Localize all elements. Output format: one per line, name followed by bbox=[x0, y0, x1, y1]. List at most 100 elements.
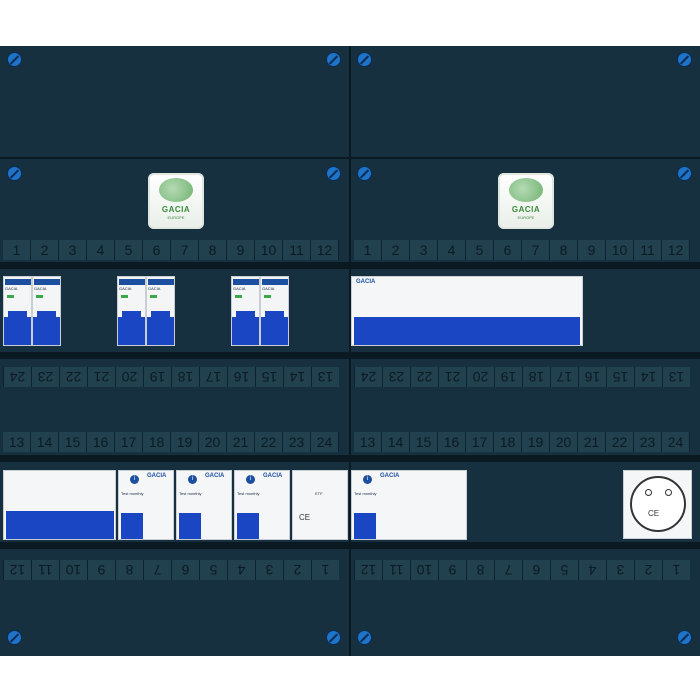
rcd-toggle[interactable] bbox=[179, 513, 201, 539]
rcd-brand: GACIA bbox=[380, 473, 400, 479]
module-number: 17 bbox=[550, 367, 578, 387]
module-number: 20 bbox=[115, 367, 143, 387]
circuit-breaker[interactable]: GACIA bbox=[3, 276, 32, 346]
module-number: 2 bbox=[382, 240, 410, 260]
circuit-breaker[interactable]: GACIA bbox=[32, 276, 61, 346]
screw-icon bbox=[326, 52, 341, 67]
module-number: 6 bbox=[143, 240, 171, 260]
rcd-brand: GACIA bbox=[205, 473, 225, 479]
module-number: 4 bbox=[438, 240, 466, 260]
screw-icon bbox=[677, 630, 692, 645]
module-number: 11 bbox=[283, 240, 311, 260]
module-number: 5 bbox=[466, 240, 494, 260]
breaker-toggle[interactable] bbox=[33, 311, 60, 345]
module-number: 4 bbox=[87, 240, 115, 260]
breaker-toggle[interactable] bbox=[232, 311, 259, 345]
module-number: 6 bbox=[522, 560, 550, 580]
breaker-toggle[interactable] bbox=[118, 311, 145, 345]
breaker-toggle[interactable] bbox=[147, 311, 174, 345]
rcd-test-label: Test monthly bbox=[354, 491, 377, 496]
screw-icon bbox=[326, 630, 341, 645]
rcd-device: i GACIA Test monthly bbox=[118, 470, 174, 540]
module-number: 24 bbox=[311, 432, 339, 452]
breaker-toggle[interactable] bbox=[4, 311, 31, 345]
rcd-toggle[interactable] bbox=[237, 513, 259, 539]
cover-divider-top bbox=[0, 157, 700, 159]
breaker-toggles[interactable] bbox=[354, 317, 580, 345]
module-number: 2 bbox=[283, 560, 311, 580]
module-number: 12 bbox=[354, 560, 382, 580]
board-left-half bbox=[0, 46, 349, 656]
module-number: 3 bbox=[410, 240, 438, 260]
module-number: 17 bbox=[115, 432, 143, 452]
rcd-toggle[interactable] bbox=[354, 513, 376, 539]
circuit-breaker[interactable]: GACIA bbox=[260, 276, 289, 346]
module-number: 7 bbox=[171, 240, 199, 260]
module-number: 10 bbox=[59, 560, 87, 580]
rcd-toggle[interactable] bbox=[121, 513, 143, 539]
busbar bbox=[0, 455, 700, 462]
screw-icon bbox=[677, 52, 692, 67]
module-number: 5 bbox=[115, 240, 143, 260]
module-number: 24 bbox=[662, 432, 690, 452]
module-number: 18 bbox=[494, 432, 522, 452]
module-number: 22 bbox=[59, 367, 87, 387]
switch-toggles[interactable] bbox=[6, 511, 114, 539]
board-right-half bbox=[351, 46, 700, 656]
module-number: 16 bbox=[87, 432, 115, 452]
module-number: 21 bbox=[578, 432, 606, 452]
module-number: 15 bbox=[410, 432, 438, 452]
module-number: 6 bbox=[494, 240, 522, 260]
screw-icon bbox=[357, 630, 372, 645]
circuit-breaker[interactable]: GACIA bbox=[231, 276, 260, 346]
module-number: 20 bbox=[199, 432, 227, 452]
module-number: 20 bbox=[550, 432, 578, 452]
logo-brand: GACIA bbox=[511, 205, 541, 214]
module-number: 8 bbox=[550, 240, 578, 260]
module-number: 13 bbox=[3, 432, 31, 452]
module-number: 9 bbox=[227, 240, 255, 260]
busbar bbox=[0, 352, 700, 359]
module-number: 9 bbox=[87, 560, 115, 580]
module-number: 23 bbox=[31, 367, 59, 387]
energy-meter: ETF CE bbox=[292, 470, 348, 540]
circuit-breaker[interactable]: GACIA bbox=[117, 276, 146, 346]
module-number: 2 bbox=[31, 240, 59, 260]
module-number: 10 bbox=[410, 560, 438, 580]
module-number: 16 bbox=[227, 367, 255, 387]
module-number: 3 bbox=[255, 560, 283, 580]
module-number: 12 bbox=[662, 240, 690, 260]
module-number: 5 bbox=[199, 560, 227, 580]
module-number: 23 bbox=[634, 432, 662, 452]
module-number: 11 bbox=[382, 560, 410, 580]
info-icon: i bbox=[130, 475, 139, 484]
breaker-brand: GACIA bbox=[148, 286, 161, 291]
screw-icon bbox=[7, 166, 22, 181]
module-number: 21 bbox=[438, 367, 466, 387]
rcd-test-label: Test monthly bbox=[121, 491, 144, 496]
breaker-brand: GACIA bbox=[34, 286, 47, 291]
ce-mark: CE bbox=[648, 509, 660, 518]
rcd-test-label: Test monthly bbox=[237, 491, 260, 496]
module-number: 19 bbox=[171, 432, 199, 452]
module-number: 18 bbox=[522, 367, 550, 387]
module-number: 15 bbox=[59, 432, 87, 452]
rcd-brand: GACIA bbox=[147, 473, 167, 479]
module-number: 17 bbox=[466, 432, 494, 452]
circuit-breaker[interactable]: GACIA bbox=[146, 276, 175, 346]
breaker-brand: GACIA bbox=[119, 286, 132, 291]
screw-icon bbox=[677, 166, 692, 181]
module-number: 12 bbox=[311, 240, 339, 260]
module-number: 5 bbox=[550, 560, 578, 580]
breaker-toggle[interactable] bbox=[261, 311, 288, 345]
module-number: 1 bbox=[354, 240, 382, 260]
module-number: 22 bbox=[255, 432, 283, 452]
module-number: 21 bbox=[227, 432, 255, 452]
module-number: 1 bbox=[662, 560, 690, 580]
